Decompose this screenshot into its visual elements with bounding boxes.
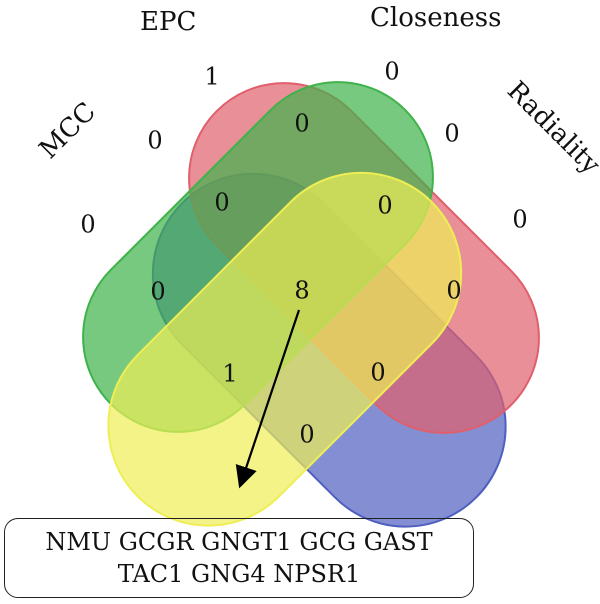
region-count-epc-only: 1 xyxy=(204,63,219,91)
gene-list-line-1: NMU GCGR GNGT1 GCG GAST xyxy=(45,527,433,556)
region-count-mcc-closeness-radiality: 1 xyxy=(222,360,237,388)
region-count-mcc-epc: 0 xyxy=(147,127,162,155)
region-counts: 1 0 0 0 0 0 0 0 0 0 8 0 1 0 0 xyxy=(80,58,527,449)
region-count-mcc-only: 0 xyxy=(80,211,95,239)
region-count-epc-closeness-radiality: 0 xyxy=(377,192,392,220)
region-count-mcc-epc-radiality: 0 xyxy=(370,359,385,387)
set-shapes xyxy=(82,81,540,528)
set-label-closeness: Closeness xyxy=(370,3,501,33)
region-count-radiality-only: 0 xyxy=(512,206,527,234)
set-label-epc: EPC xyxy=(140,7,196,37)
region-count-epc-radiality: 0 xyxy=(446,277,461,305)
set-label-radiality: Radiality xyxy=(501,76,600,181)
pointer-arrow xyxy=(235,309,301,489)
gene-list-line-2: TAC1 GNG4 NPSR1 xyxy=(117,560,361,588)
region-count-closeness-radiality: 0 xyxy=(444,120,459,148)
region-count-all-four: 8 xyxy=(294,277,309,305)
region-count-mcc-radiality: 0 xyxy=(299,421,314,449)
set-label-mcc: MCC xyxy=(34,97,102,165)
region-count-mcc-closeness: 0 xyxy=(150,278,165,306)
region-count-closeness-only: 0 xyxy=(384,58,399,86)
region-count-epc-closeness: 0 xyxy=(294,110,309,138)
shared-gene-list-box: NMU GCGR GNGT1 GCG GAST TAC1 GNG4 NPSR1 xyxy=(4,518,474,598)
region-count-mcc-epc-closeness: 0 xyxy=(214,189,229,217)
